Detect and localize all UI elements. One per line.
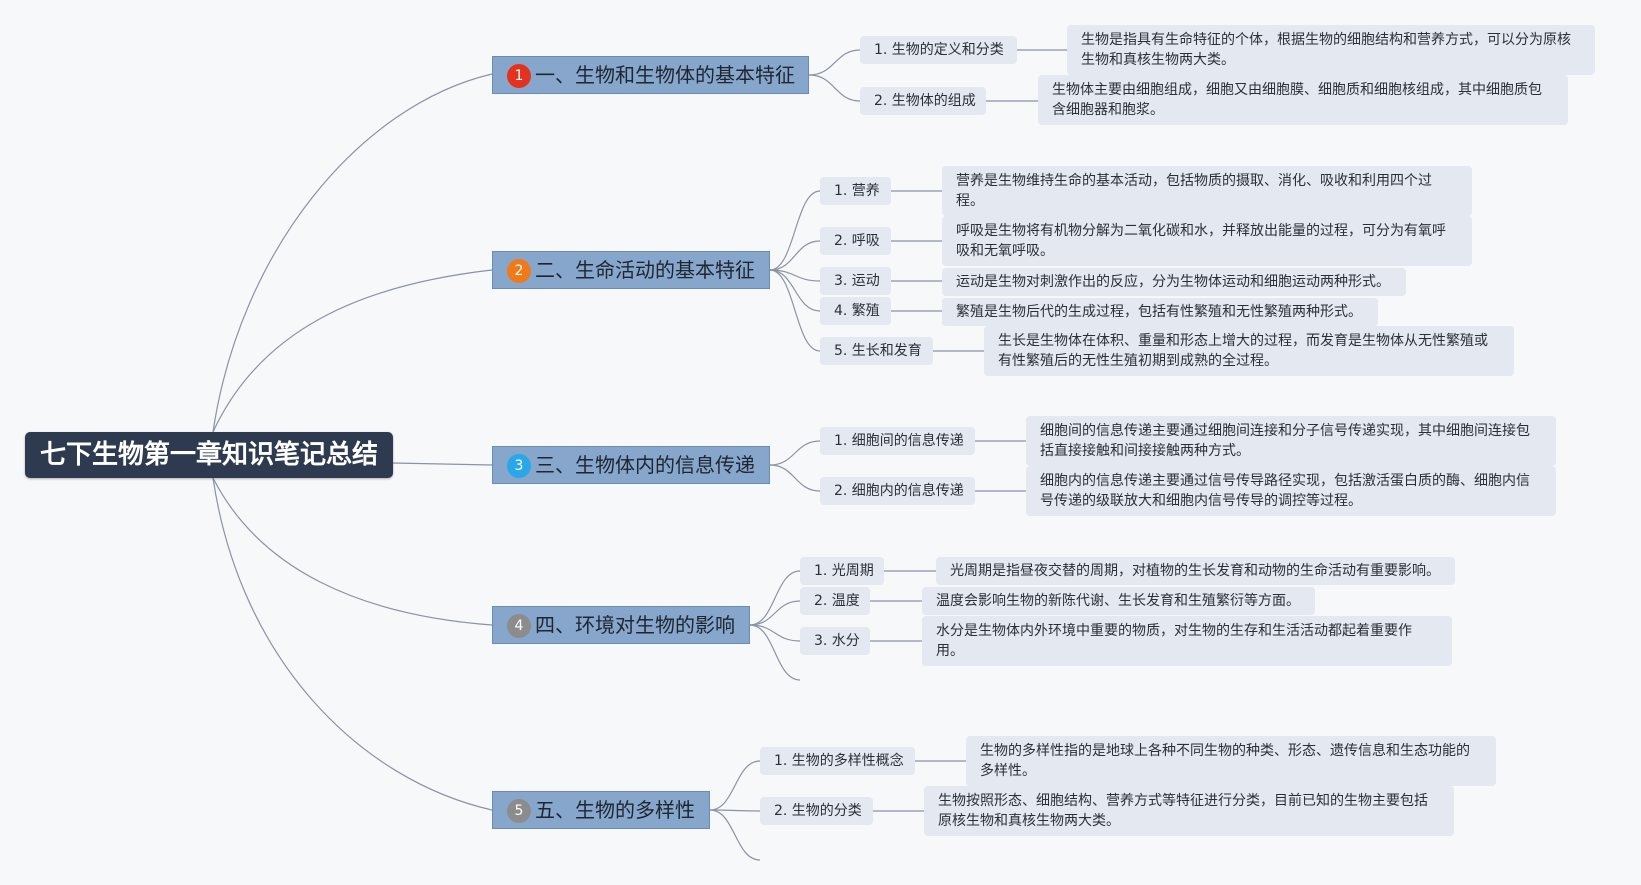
note-2-3[interactable]: 运动是生物对刺激作出的反应，分为生物体运动和细胞运动两种形式。	[942, 268, 1406, 296]
number-badge-2: 2	[507, 259, 531, 283]
subtopic-2-1[interactable]: 1. 营养	[820, 177, 891, 205]
note-4-1[interactable]: 光周期是指昼夜交替的周期，对植物的生长发育和动物的生命活动有重要影响。	[936, 557, 1455, 585]
subtopic-2-4[interactable]: 4. 繁殖	[820, 297, 891, 325]
subtopic-2-3[interactable]: 3. 运动	[820, 267, 891, 295]
note-2-1[interactable]: 营养是生物维持生命的基本活动，包括物质的摄取、消化、吸收和利用四个过程。	[942, 166, 1472, 216]
branch-3-title: 三、生物体内的信息传递	[535, 453, 755, 477]
subtopic-4-2[interactable]: 2. 温度	[800, 587, 870, 615]
note-2-4[interactable]: 繁殖是生物后代的生成过程，包括有性繁殖和无性繁殖两种形式。	[942, 298, 1378, 326]
note-4-3[interactable]: 水分是生物体内外环境中重要的物质，对生物的生存和生活活动都起着重要作用。	[922, 616, 1452, 666]
subtopic-2-5[interactable]: 5. 生长和发育	[820, 337, 933, 365]
note-3-2[interactable]: 细胞内的信息传递主要通过信号传导路径实现，包括激活蛋白质的酶、细胞内信号传递的级…	[1026, 466, 1556, 516]
number-badge-5: 5	[507, 799, 531, 823]
subtopic-3-1[interactable]: 1. 细胞间的信息传递	[820, 427, 975, 455]
note-2-2[interactable]: 呼吸是生物将有机物分解为二氧化碳和水，并释放出能量的过程，可分为有氧呼吸和无氧呼…	[942, 216, 1472, 266]
note-1-2[interactable]: 生物体主要由细胞组成，细胞又由细胞膜、细胞质和细胞核组成，其中细胞质包含细胞器和…	[1038, 75, 1568, 125]
subtopic-5-2[interactable]: 2. 生物的分类	[760, 797, 873, 825]
branch-4-title: 四、环境对生物的影响	[535, 613, 735, 637]
number-badge-4: 4	[507, 614, 531, 638]
branch-2-topic[interactable]: 2 二、生命活动的基本特征	[492, 251, 770, 289]
subtopic-4-1[interactable]: 1. 光周期	[800, 557, 884, 585]
subtopic-2-2[interactable]: 2. 呼吸	[820, 227, 891, 255]
subtopic-1-1[interactable]: 1. 生物的定义和分类	[860, 36, 1017, 64]
branch-4-topic[interactable]: 4 四、环境对生物的影响	[492, 606, 750, 644]
subtopic-3-2[interactable]: 2. 细胞内的信息传递	[820, 477, 975, 505]
root-topic[interactable]: 七下生物第一章知识笔记总结	[25, 432, 393, 478]
note-1-1[interactable]: 生物是指具有生命特征的个体，根据生物的细胞结构和营养方式，可以分为原核生物和真核…	[1067, 25, 1595, 75]
note-5-2[interactable]: 生物按照形态、细胞结构、营养方式等特征进行分类，目前已知的生物主要包括原核生物和…	[924, 786, 1454, 836]
branch-1-title: 一、生物和生物体的基本特征	[535, 63, 795, 87]
branch-5-title: 五、生物的多样性	[535, 798, 695, 822]
subtopic-5-1[interactable]: 1. 生物的多样性概念	[760, 747, 915, 775]
branch-1-topic[interactable]: 1 一、生物和生物体的基本特征	[492, 56, 809, 94]
subtopic-1-2[interactable]: 2. 生物体的组成	[860, 87, 986, 115]
subtopic-4-3[interactable]: 3. 水分	[800, 627, 870, 655]
note-3-1[interactable]: 细胞间的信息传递主要通过细胞间连接和分子信号传递实现，其中细胞间连接包括直接接触…	[1026, 416, 1556, 466]
note-5-1[interactable]: 生物的多样性指的是地球上各种不同生物的种类、形态、遗传信息和生态功能的多样性。	[966, 736, 1496, 786]
number-badge-1: 1	[507, 64, 531, 88]
number-badge-3: 3	[507, 454, 531, 478]
branch-2-title: 二、生命活动的基本特征	[535, 258, 755, 282]
branch-5-topic[interactable]: 5 五、生物的多样性	[492, 791, 710, 829]
note-2-5[interactable]: 生长是生物体在体积、重量和形态上增大的过程，而发育是生物体从无性繁殖或有性繁殖后…	[984, 326, 1514, 376]
note-4-2[interactable]: 温度会影响生物的新陈代谢、生长发育和生殖繁衍等方面。	[922, 587, 1315, 615]
branch-3-topic[interactable]: 3 三、生物体内的信息传递	[492, 446, 770, 484]
